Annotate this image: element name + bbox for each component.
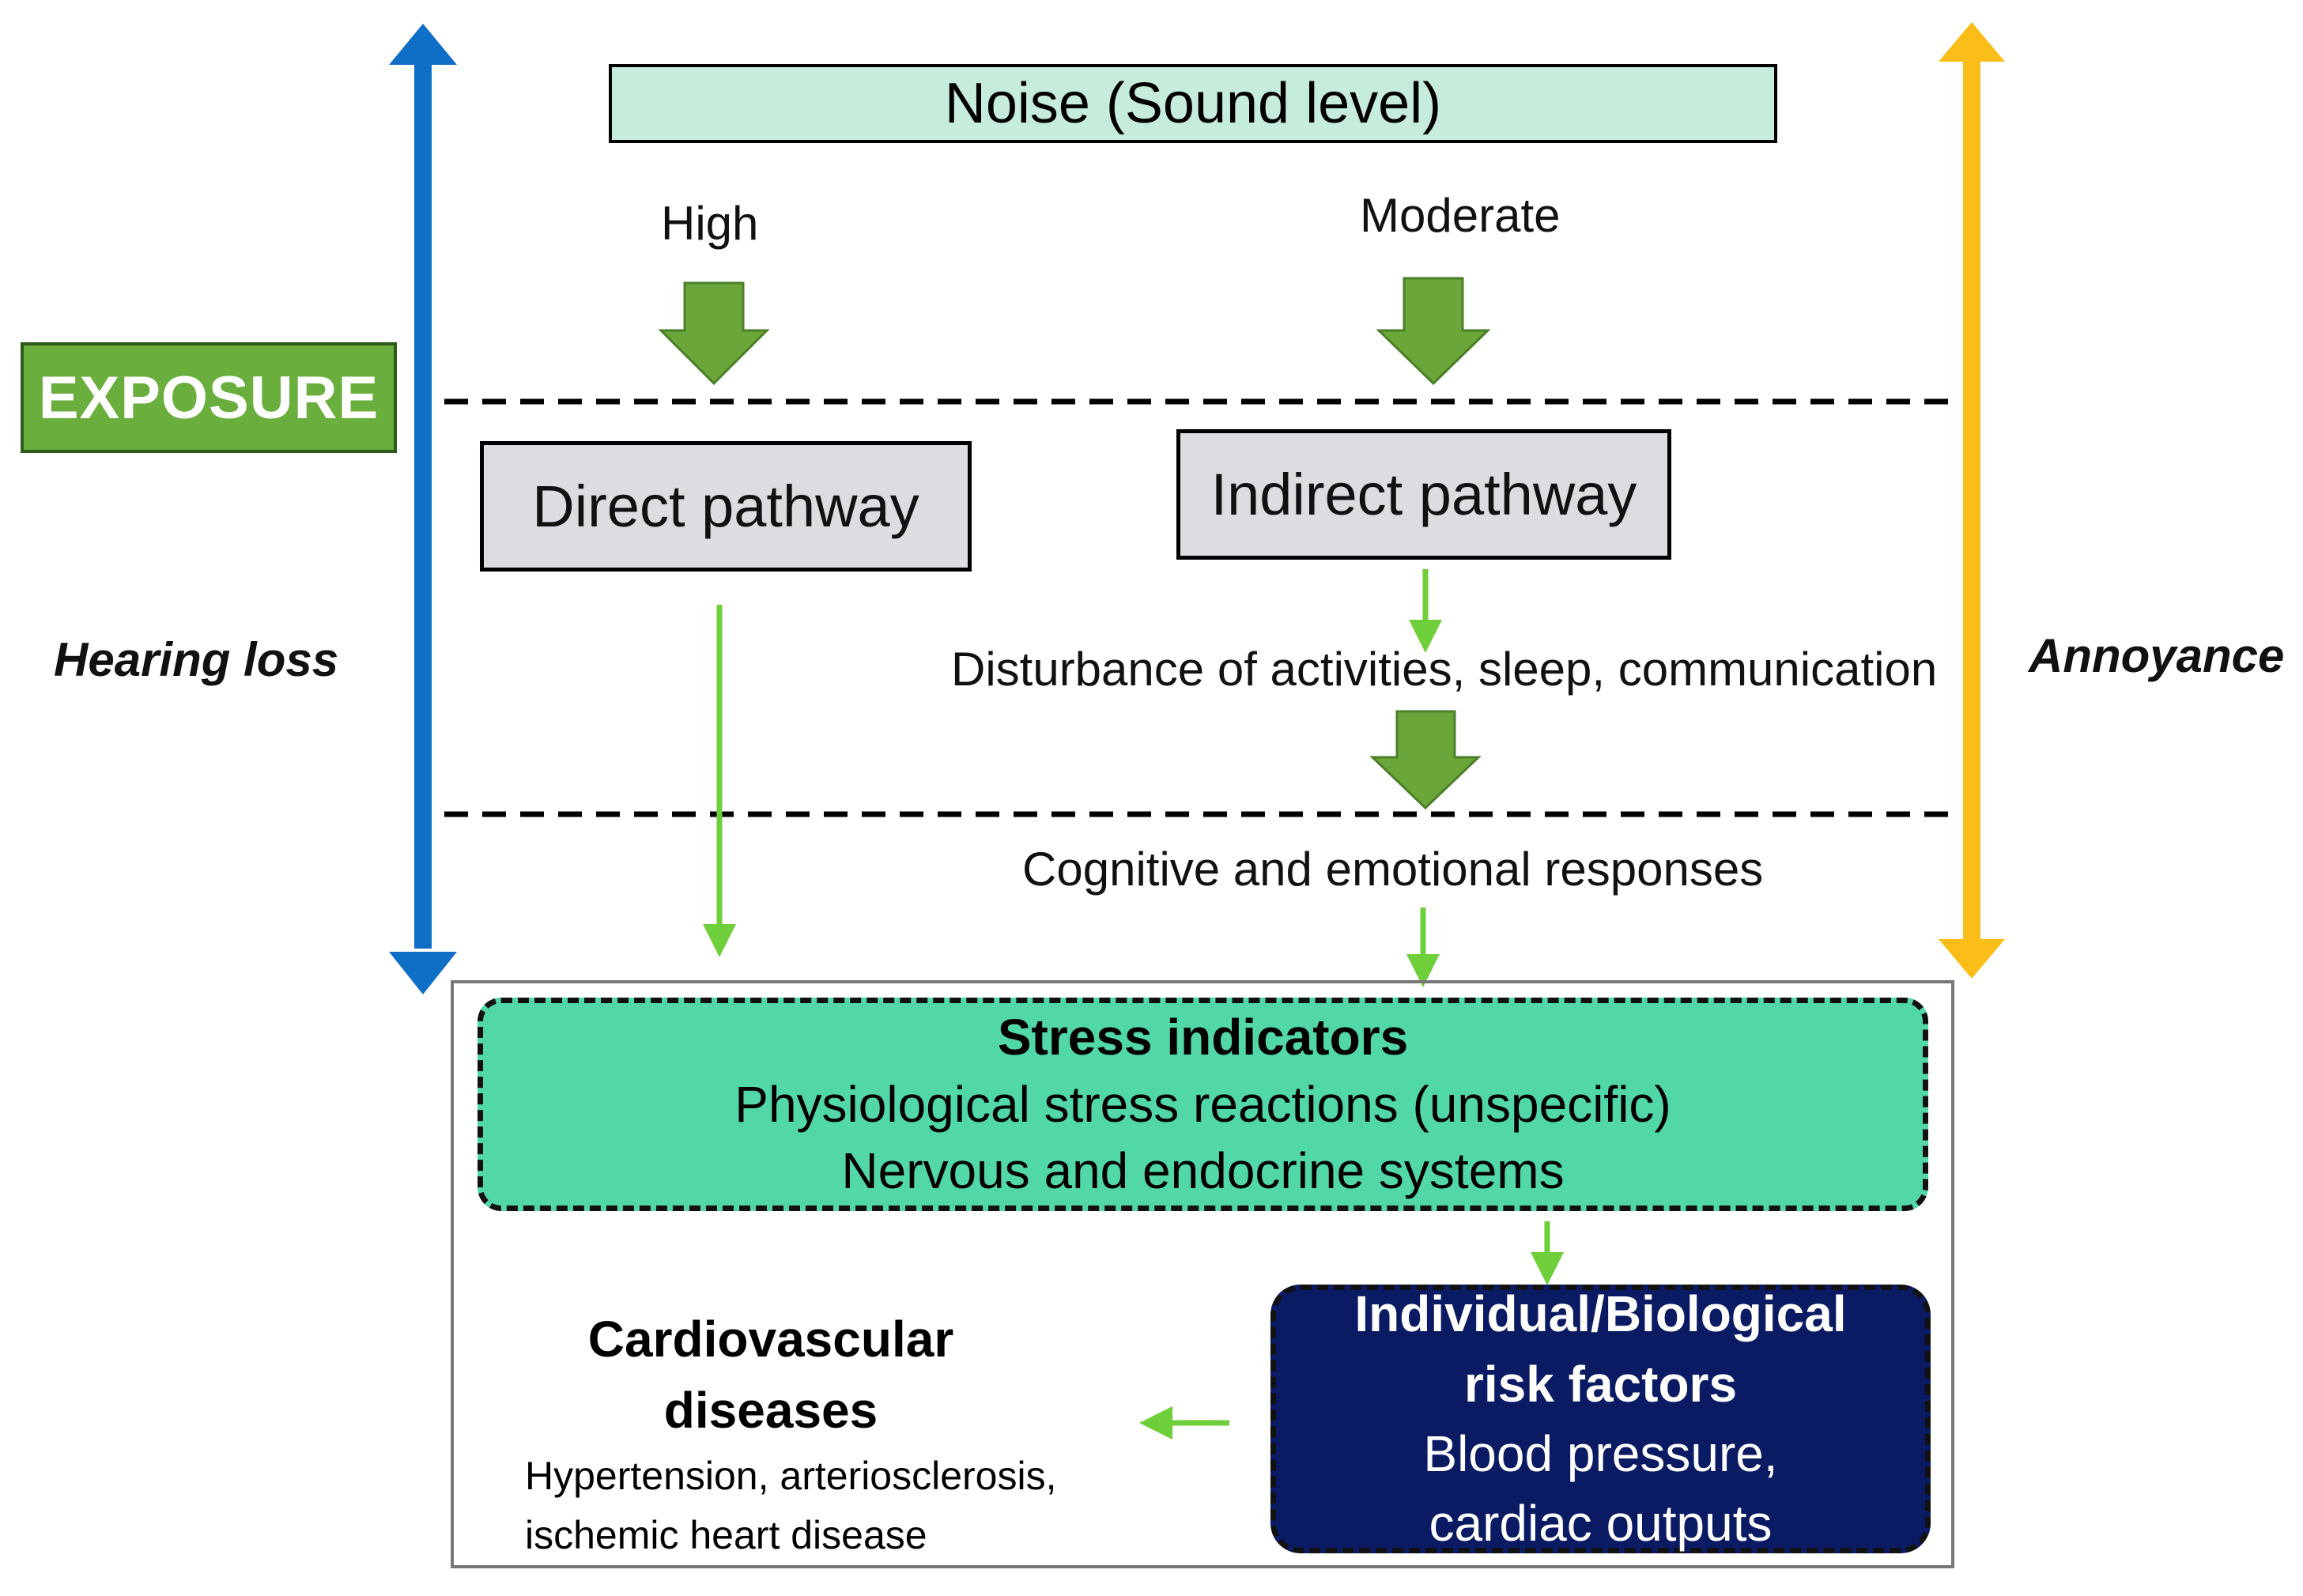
risk-factors-box: Individual/Biological risk factors Blood…: [1270, 1285, 1931, 1553]
cvd-sub-line-2: ischemic heart disease: [525, 1513, 927, 1557]
cardiovascular-diseases-block: Cardiovascular diseases: [522, 1304, 1020, 1446]
noise-level-label: Noise (Sound level): [944, 72, 1442, 135]
risk-line-2: cardiac outputs: [1429, 1495, 1773, 1553]
risk-title-line-2: risk factors: [1463, 1355, 1738, 1413]
cvd-title-line-2: diseases: [663, 1381, 878, 1439]
annoyance-label: Annoyance: [2029, 629, 2285, 682]
disturbance-block-arrow: [1369, 710, 1482, 810]
cvd-title-line-1: Cardiovascular: [587, 1311, 954, 1368]
hearing-loss-double-arrow: [389, 24, 457, 994]
cvd-sub-line-1: Hypertension, arteriosclerosis,: [525, 1454, 1057, 1498]
noise-level-box: Noise (Sound level): [609, 64, 1777, 143]
moderate-level-label: Moderate: [1360, 189, 1561, 242]
high-block-arrow: [658, 281, 770, 386]
direct-pathway-label: Direct pathway: [532, 474, 919, 539]
indirect-pathway-label: Indirect pathway: [1210, 462, 1637, 527]
stress-line-1: Physiological stress reactions (unspecif…: [734, 1075, 1671, 1133]
cvd-examples: Hypertension, arteriosclerosis, ischemic…: [525, 1447, 1126, 1565]
direct-pathway-box: Direct pathway: [480, 441, 972, 572]
disturbance-label: Disturbance of activities, sleep, commun…: [951, 643, 1938, 696]
exposure-label: EXPOSURE: [38, 364, 379, 432]
cognitive-label: Cognitive and emotional responses: [1022, 843, 1764, 896]
annoyance-double-arrow: [1939, 22, 2005, 979]
indirect-pathway-box: Indirect pathway: [1176, 429, 1671, 560]
stress-title: Stress indicators: [997, 1009, 1409, 1066]
stress-line-2: Nervous and endocrine systems: [841, 1142, 1565, 1200]
exposure-label-box: EXPOSURE: [21, 342, 397, 453]
stress-indicators-box: Stress indicators Physiological stress r…: [478, 998, 1928, 1211]
moderate-block-arrow: [1376, 277, 1491, 386]
risk-line-1: Blood pressure,: [1423, 1425, 1778, 1482]
risk-title-line-1: Individual/Biological: [1354, 1285, 1847, 1343]
high-level-label: High: [661, 197, 759, 250]
hearing-loss-label: Hearing loss: [54, 633, 339, 686]
health-effects-container: [451, 980, 1954, 1568]
